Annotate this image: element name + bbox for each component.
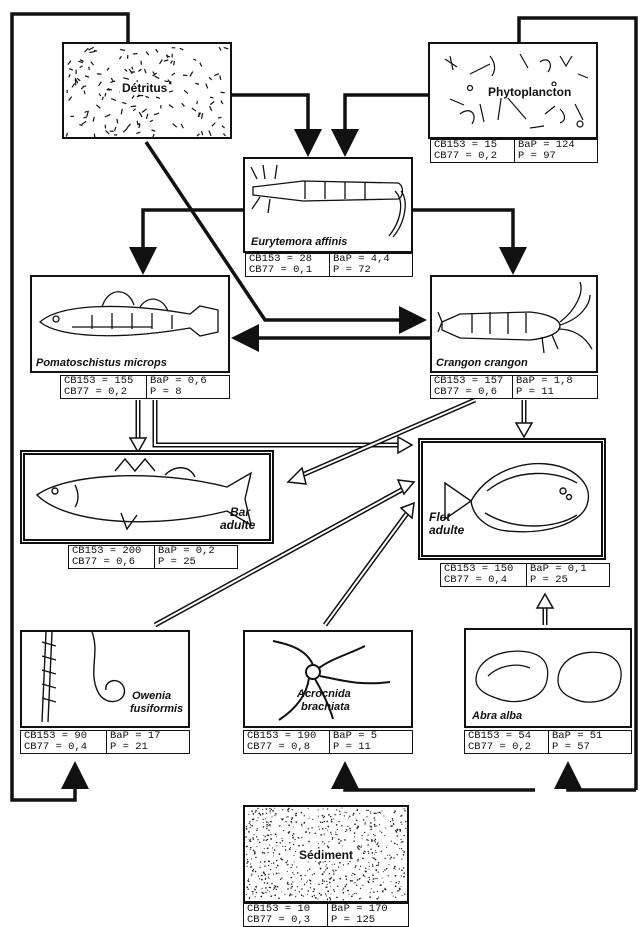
detritus-label: Détritus (120, 82, 169, 94)
cb77-value: CB77 = 0,4 (21, 742, 107, 753)
abra-box: Abra alba (464, 628, 632, 728)
link-phyto-eurytemora (345, 95, 428, 150)
p-value: P = 11 (330, 742, 371, 753)
p-value: P = 11 (513, 387, 554, 398)
owenia-label-line2: fusiformis (130, 703, 183, 715)
crangon-box: Crangon crangon (430, 275, 598, 373)
link-sediment-abra (568, 768, 636, 790)
acrocnida-box: Acrocnida brachiata (243, 630, 413, 728)
detritus-box: Détritus (62, 42, 232, 139)
flounder-illustration (423, 443, 601, 555)
abra-label: Abra alba (472, 710, 522, 722)
cb77-value: CB77 = 0,2 (431, 151, 515, 162)
p-value: P = 57 (549, 742, 590, 753)
pomatoschistus-label: Pomatoschistus microps (36, 357, 167, 369)
p-value: P = 97 (515, 151, 556, 162)
p-value: P = 125 (328, 915, 375, 926)
p-value: P = 72 (330, 265, 371, 276)
p-value: P = 8 (147, 387, 182, 398)
bar-label-line2: adulte (220, 519, 255, 531)
pomatoschistus-box: Pomatoschistus microps (30, 275, 230, 373)
cb77-value: CB77 = 0,6 (69, 557, 155, 568)
eurytemora-box: Eurytemora affinis (243, 157, 413, 253)
acrocnida-label-line1: Acrocnida (297, 688, 351, 700)
p-value: P = 25 (155, 557, 196, 568)
owenia-label-line1: Owenia (132, 690, 171, 702)
owenia-box: Owenia fusiformis (20, 630, 190, 728)
link-eurytemora-crangon (413, 210, 513, 268)
bar-box: Bar adulte (20, 450, 274, 544)
sediment-label: Sédiment (297, 849, 355, 861)
acrocnida-label-line2: brachiata (301, 701, 350, 713)
cb77-value: CB77 = 0,1 (246, 265, 330, 276)
cb77-value: CB77 = 0,4 (441, 575, 527, 586)
link-sediment-acrocnida (345, 768, 535, 790)
cb77-value: CB77 = 0,2 (61, 387, 147, 398)
cb77-value: CB77 = 0,6 (431, 387, 513, 398)
cb77-value: CB77 = 0,8 (244, 742, 330, 753)
cb77-value: CB77 = 0,2 (465, 742, 549, 753)
cb77-value: CB77 = 0,3 (244, 915, 328, 926)
flet-label-line2: adulte (429, 524, 464, 536)
p-value: P = 25 (527, 575, 568, 586)
flet-label-line1: Flet (429, 511, 450, 523)
flet-box: Flet adulte (418, 438, 606, 560)
link-eurytemora-pomatoschistus (143, 210, 243, 268)
eurytemora-label: Eurytemora affinis (251, 236, 347, 248)
link-detritus-eurytemora (232, 95, 308, 150)
p-value: P = 21 (107, 742, 148, 753)
bar-label-line1: Bar (230, 506, 250, 518)
sediment-box: Sédiment (243, 805, 409, 903)
phytoplancton-label: Phytoplancton (486, 86, 573, 98)
crangon-label: Crangon crangon (436, 357, 528, 369)
phytoplancton-box: Phytoplancton (428, 42, 598, 139)
